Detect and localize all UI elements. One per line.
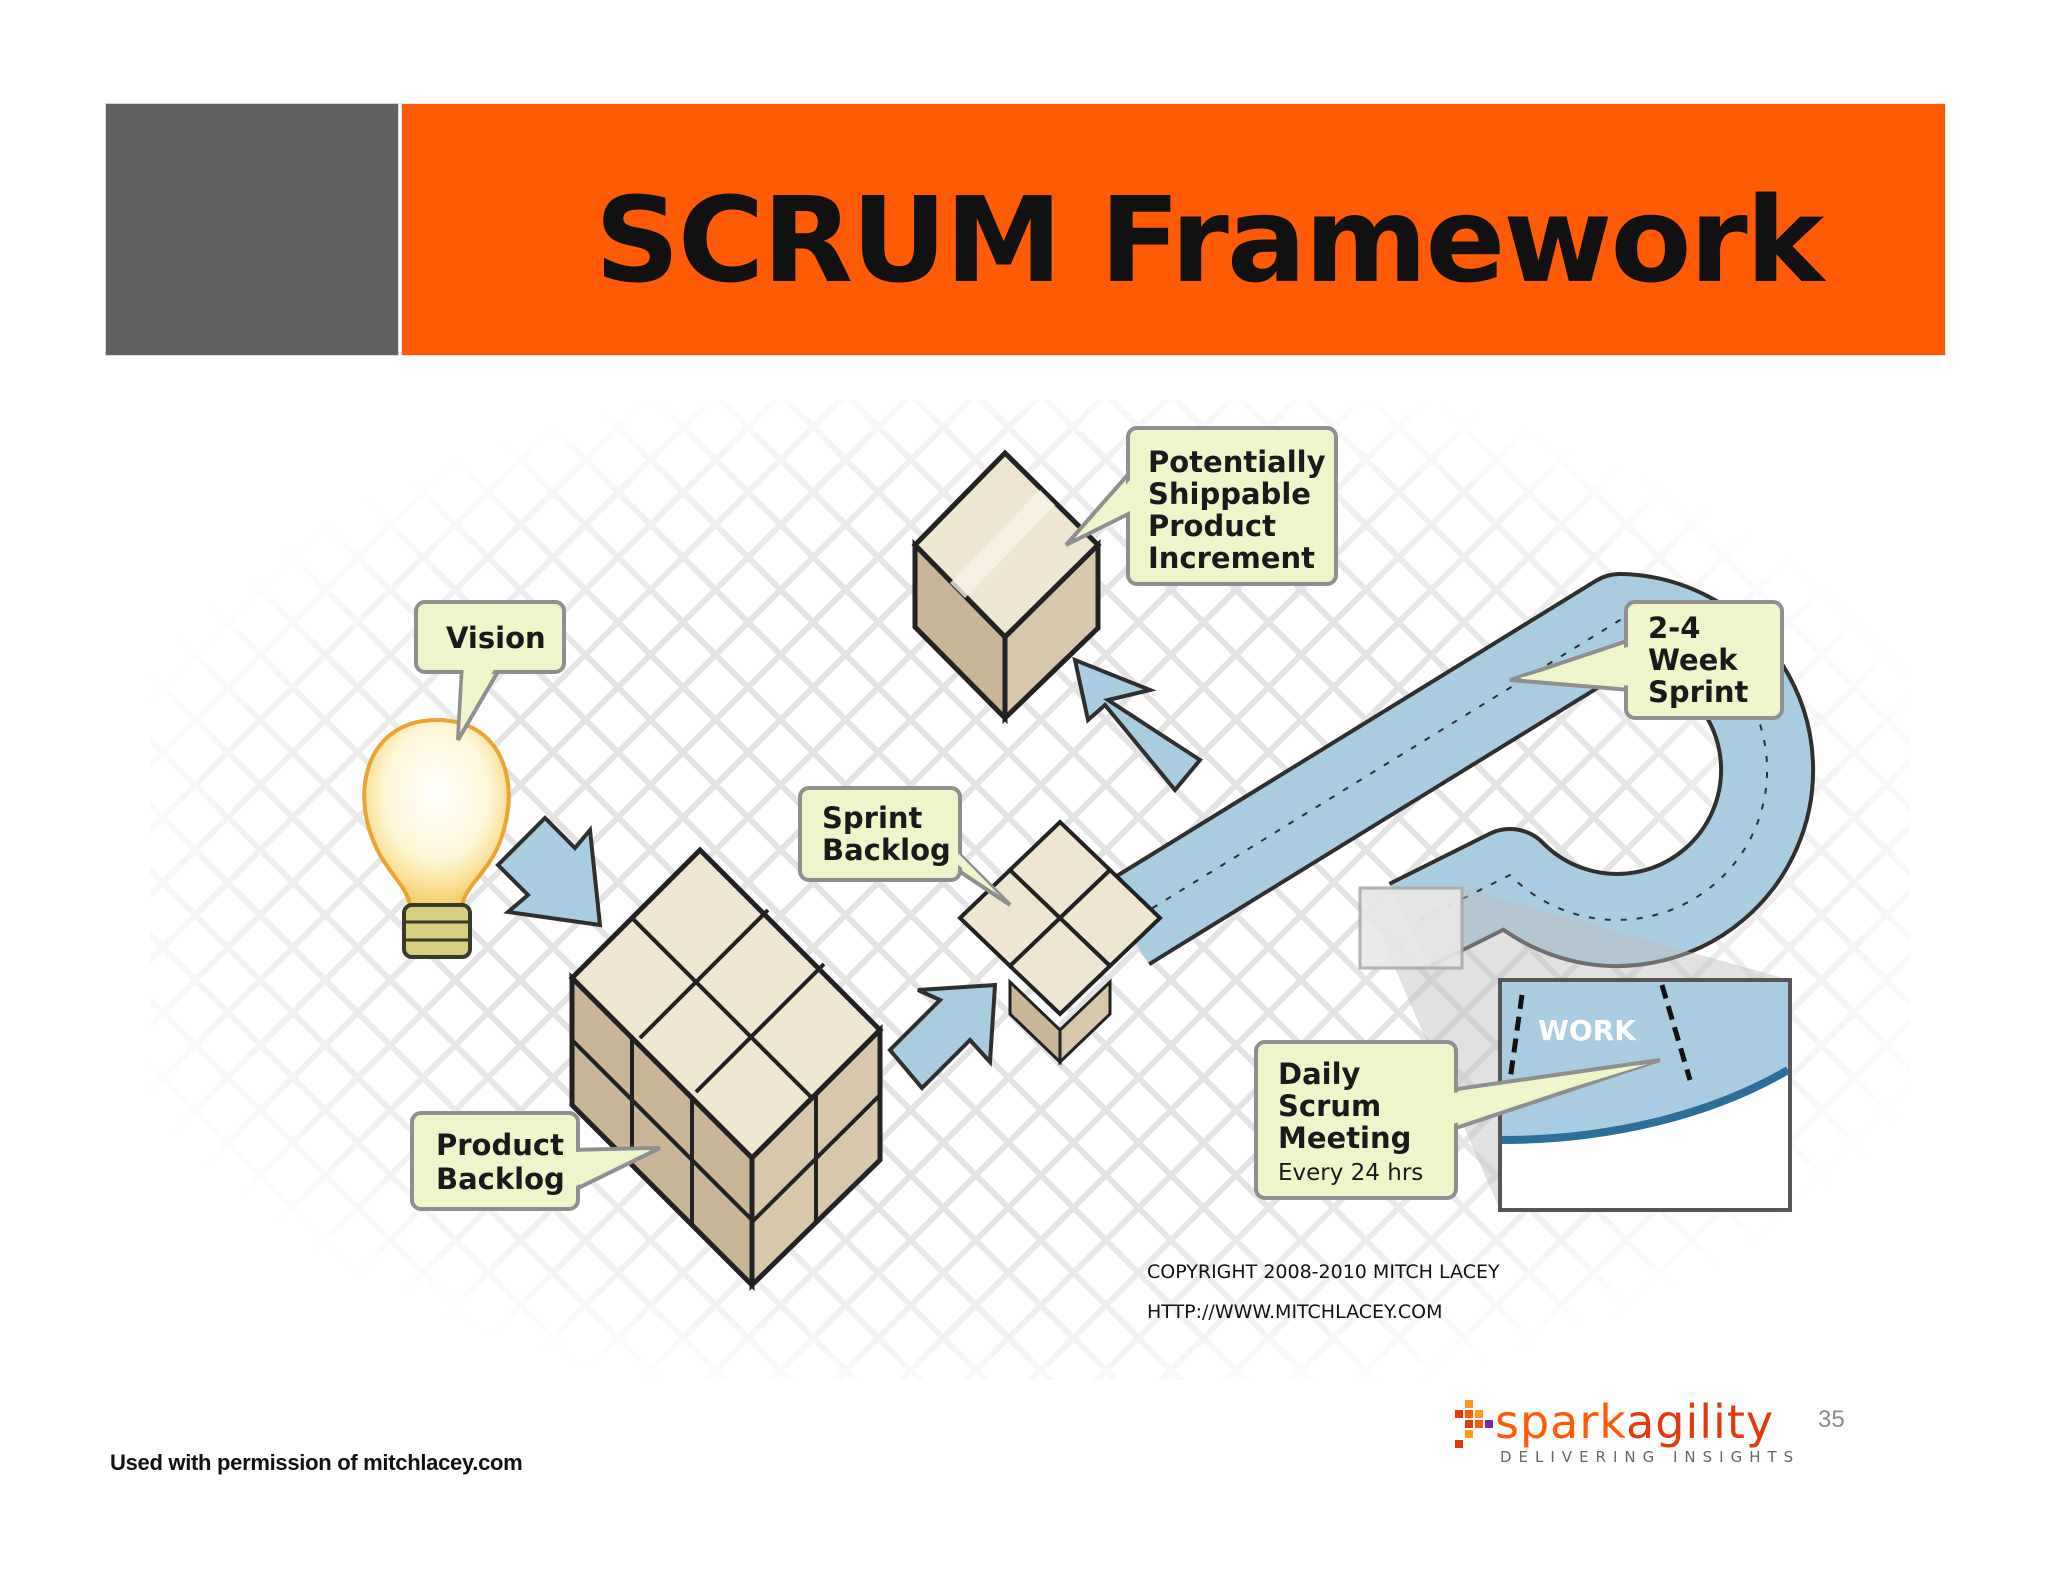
logo-tagline: DELIVERING INSIGHTS [1500, 1448, 1801, 1466]
callout-increment: Potentially Shippable Product Increment [1064, 426, 1338, 586]
sprint-label: 2-4 Week Sprint [1648, 611, 1749, 709]
work-label: WORK [1538, 1014, 1637, 1047]
slide-title: SCRUM Framework [594, 171, 1824, 309]
product-backlog-cube [568, 846, 884, 1292]
flow-arrows [495, 815, 998, 1091]
logo-pixel-icon [1455, 1400, 1493, 1448]
increment-box [911, 449, 1102, 725]
daily-scrum-frequency: Every 24 hrs [1278, 1160, 1423, 1186]
product-backlog-label: Product Backlog [436, 1128, 574, 1196]
callout-vision: Vision [414, 600, 566, 742]
page-number: 35 [1818, 1406, 1845, 1433]
copyright-url: HTTP://WWW.MITCHLACEY.COM [1147, 1301, 1442, 1323]
increment-label: Potentially Shippable Product Increment [1148, 445, 1336, 575]
sprint-backlog-label: Sprint Backlog [822, 801, 951, 867]
vision-label: Vision [446, 621, 546, 655]
header-gray-block [105, 103, 399, 356]
daily-scrum-label: Daily Scrum Meeting [1278, 1057, 1411, 1155]
callout-sprint-backlog: Sprint Backlog [798, 786, 1012, 907]
sparkagility-logo: sparkagility DELIVERING INSIGHTS [1455, 1395, 1801, 1472]
copyright-text: COPYRIGHT 2008-2010 MITCH LACEY [1147, 1261, 1500, 1283]
callout-sprint: 2-4 Week Sprint [1509, 600, 1784, 720]
callout-product-backlog: Product Backlog [410, 1111, 661, 1211]
callout-daily-scrum: Daily Scrum Meeting Every 24 hrs [1254, 1040, 1661, 1200]
logo-wordmark: sparkagility [1495, 1395, 1775, 1449]
permission-note: Used with permission of mitchlacey.com [110, 1450, 523, 1475]
header-orange-band [401, 103, 1946, 356]
vision-lightbulb [362, 717, 511, 959]
